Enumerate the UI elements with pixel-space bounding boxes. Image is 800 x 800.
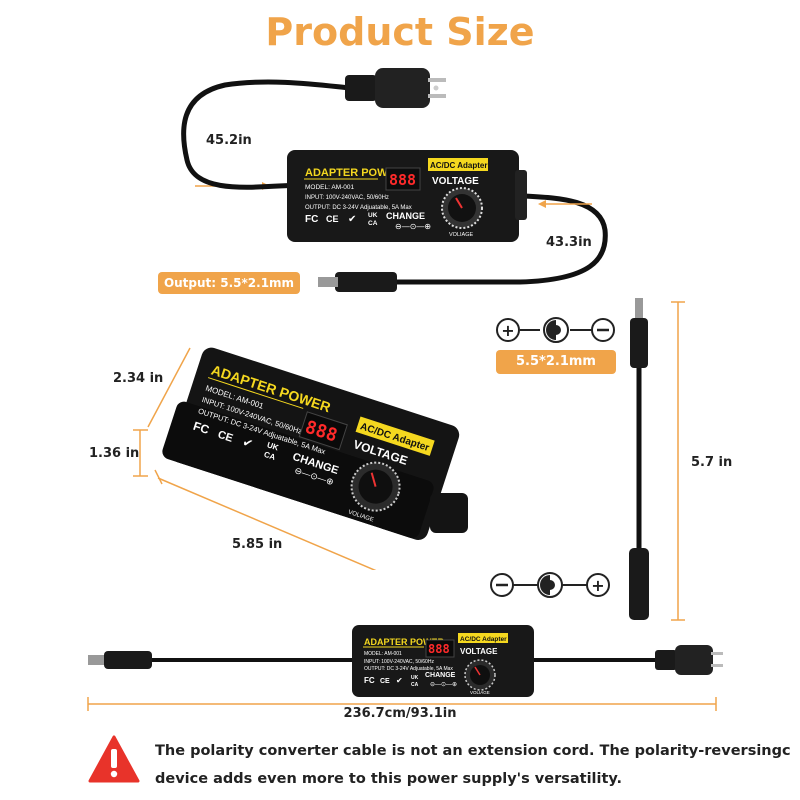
svg-text:INPUT: 100V-240VAC, 50/60Hz: INPUT: 100V-240VAC, 50/60Hz (364, 659, 434, 665)
adapter-output: OUTPUT: DC 3-24V Adjuatable, 5A Max (305, 205, 412, 211)
device-height-dimension: 1.36 in (89, 446, 140, 461)
svg-text:FC: FC (191, 419, 211, 437)
adapter-body-top: ADAPTER POWER MODEL: AM-001 INPUT: 100V-… (287, 150, 527, 242)
ce-mark: CE (326, 214, 339, 224)
svg-text:VOLTAGE: VOLTAGE (460, 647, 498, 656)
svg-text:⊖—⊙—⊕: ⊖—⊙—⊕ (430, 682, 457, 688)
bottom-dc-plug-icon (88, 651, 152, 669)
ac-plug-icon (345, 68, 446, 108)
svg-text:888: 888 (428, 642, 450, 656)
svg-text:VOLIAGE: VOLIAGE (470, 690, 490, 695)
svg-text:UK: UK (266, 440, 280, 452)
voltage-label: VOLTAGE (432, 176, 479, 187)
exclamation-triangle-icon (88, 735, 140, 783)
knob-label: VOLIAGE (449, 232, 473, 238)
angled-adapter-diagram: ADAPTER POWER MODEL: AM-001 INPUT: 100V-… (133, 347, 468, 570)
bottom-ac-plug-icon (655, 645, 723, 675)
warning-message: The polarity converter cable is not an e… (155, 743, 791, 787)
top-adapter-diagram: ADAPTER POWER MODEL: AM-001 INPUT: 100V-… (181, 68, 608, 292)
device-length-dimension: 5.85 in (232, 537, 283, 552)
svg-text:+: + (591, 576, 604, 595)
output-size-badge: Output: 5.5*2.1mm (158, 272, 300, 294)
polarity-positive-center-icon: + (496, 317, 615, 343)
check-mark-icon: ✔ (348, 214, 356, 225)
bottom-output-text: OUTPUT: DC 3-24V Adjuatable, 5A Max (364, 666, 453, 672)
svg-text:AC/DC Adapter: AC/DC Adapter (460, 636, 507, 643)
svg-text:FC: FC (364, 676, 375, 685)
polarity-size-badge: 5.5*2.1mm (496, 350, 616, 374)
ukca-top: UK (368, 212, 378, 219)
converter-cable-length: 5.7 in (691, 455, 733, 470)
overall-length-dimension: 236.7cm/93.1in (343, 706, 457, 721)
svg-text:✔: ✔ (396, 676, 403, 685)
svg-text:CA: CA (263, 450, 277, 462)
polarity-symbol-icon: ⊖—⊙—⊕ (395, 222, 431, 231)
ukca-bottom: CA (368, 220, 378, 227)
adapter-body-bottom: ADAPTER POWER MODEL: AM-001 INPUT: 100V-… (352, 625, 534, 697)
svg-text:✔: ✔ (241, 435, 255, 451)
voltage-display: 888 (389, 171, 416, 189)
input-cable-length: 45.2in (206, 133, 252, 148)
dc-plug-icon (318, 272, 397, 292)
svg-text:CE: CE (380, 678, 390, 685)
page-title: Product Size (265, 10, 535, 54)
output-cable-length: 43.3in (546, 235, 592, 250)
polarity-converter-diagram: + + (490, 298, 685, 621)
device-width-dimension: 2.34 in (113, 371, 164, 386)
svg-text:+: + (501, 321, 514, 340)
change-label: CHANGE (386, 211, 425, 221)
fc-mark: FC (305, 214, 318, 225)
svg-text:MODEL: AM-001: MODEL: AM-001 (364, 651, 402, 657)
full-length-diagram: ADAPTER POWER MODEL: AM-001 INPUT: 100V-… (87, 625, 723, 711)
acdc-badge: AC/DC Adapter (430, 161, 487, 170)
adapter-input: INPUT: 100V-240VAC, 50/60Hz (305, 195, 389, 201)
svg-text:ADAPTER POWER: ADAPTER POWER (364, 637, 445, 647)
svg-text:UK: UK (411, 675, 419, 681)
polarity-negative-center-icon: + (490, 572, 610, 598)
svg-text:CE: CE (216, 429, 234, 445)
svg-text:CHANGE: CHANGE (425, 672, 456, 679)
adapter-brand: ADAPTER POWER (305, 167, 403, 179)
adapter-model: MODEL: AM-001 (305, 184, 355, 191)
svg-text:CA: CA (411, 682, 419, 688)
